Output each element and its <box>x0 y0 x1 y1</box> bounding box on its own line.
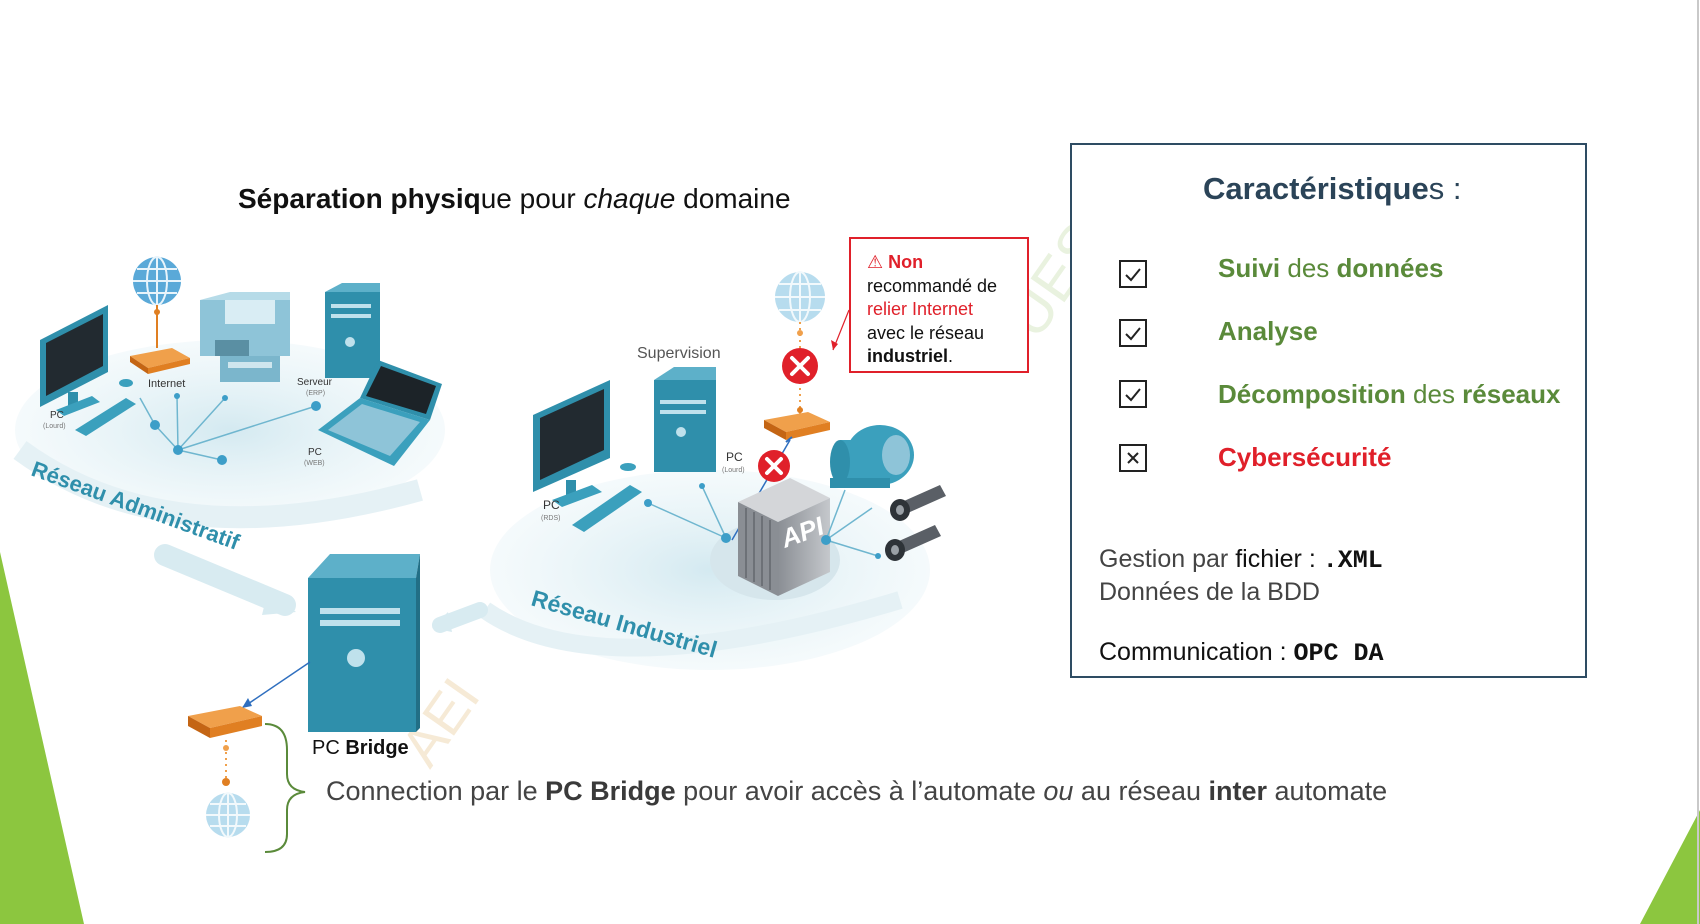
communication: Communication : OPC DA <box>1099 638 1384 668</box>
svg-text:(WEB): (WEB) <box>304 460 325 467</box>
svg-text:Serveur: Serveur <box>297 377 333 388</box>
monitor-icon <box>533 380 642 532</box>
svg-text:PC: PC <box>308 447 322 458</box>
server-icon <box>325 283 380 378</box>
industrial-links <box>647 485 879 557</box>
warning-icon: ⚠ <box>867 252 884 272</box>
donnees-bdd: Données de la BDD <box>1099 578 1320 606</box>
feature-suivi: Suivi des données <box>1218 253 1444 283</box>
label-supervision: Supervision <box>637 345 721 362</box>
panel-title: Caractéristiques : <box>1203 171 1462 206</box>
feature-decomposition: Décomposition des réseaux <box>1218 379 1561 409</box>
router-icon <box>130 348 190 374</box>
svg-text:(Lourd): (Lourd) <box>722 467 745 474</box>
svg-text:PC: PC <box>726 450 743 464</box>
sensor-icon <box>890 485 946 521</box>
characteristics-panel: Caractéristiques : Suivi des données Ana… <box>1070 143 1587 678</box>
check-icon <box>1125 388 1141 402</box>
curly-brace <box>264 723 306 853</box>
router-icon <box>764 412 830 440</box>
pc-bridge-label: PC Bridge <box>312 737 409 759</box>
globe-icon <box>206 792 250 838</box>
checkbox-checked <box>1119 319 1147 347</box>
monitor-icon <box>40 305 136 436</box>
checkbox-checked <box>1119 260 1147 288</box>
pc-bridge-server-icon <box>308 554 420 732</box>
feature-analyse: Analyse <box>1218 316 1318 346</box>
globe-icon <box>133 256 181 306</box>
check-icon <box>1125 327 1141 341</box>
gestion-fichier: Gestion par fichier : .XML <box>1099 545 1383 575</box>
router-icon <box>188 706 262 738</box>
blocked-icon <box>758 450 790 482</box>
plc-icon <box>738 478 830 596</box>
checkbox-crossed <box>1119 444 1147 472</box>
globe-icon <box>775 271 825 323</box>
laptop-icon <box>318 360 442 466</box>
connection-caption: Connection par le PC Bridge pour avoir a… <box>326 776 1388 806</box>
check-icon <box>1125 268 1141 282</box>
svg-text:PC: PC <box>543 498 560 512</box>
cross-icon <box>1127 452 1139 464</box>
warning-callout: ⚠ Non recommandé de relier Internet avec… <box>849 237 1029 373</box>
corner-decoration-right <box>1640 810 1700 924</box>
svg-text:(Lourd): (Lourd) <box>43 423 66 430</box>
printer-icon <box>200 292 290 382</box>
svg-text:(RDS): (RDS) <box>541 515 560 522</box>
slide-title: Séparation physique pour chaque domaine <box>238 183 791 214</box>
sensor-icon <box>885 525 941 561</box>
blocked-icon <box>782 348 818 384</box>
label-internet: Internet <box>148 378 185 390</box>
svg-text:(ERP): (ERP) <box>306 390 325 397</box>
server-icon <box>654 367 716 472</box>
corner-decoration-left <box>0 552 84 924</box>
feature-cybersecurite: Cybersécurité <box>1218 442 1392 472</box>
motor-icon <box>830 425 914 488</box>
checkbox-checked <box>1119 380 1147 408</box>
admin-links <box>139 395 317 461</box>
svg-text:PC: PC <box>50 410 64 421</box>
